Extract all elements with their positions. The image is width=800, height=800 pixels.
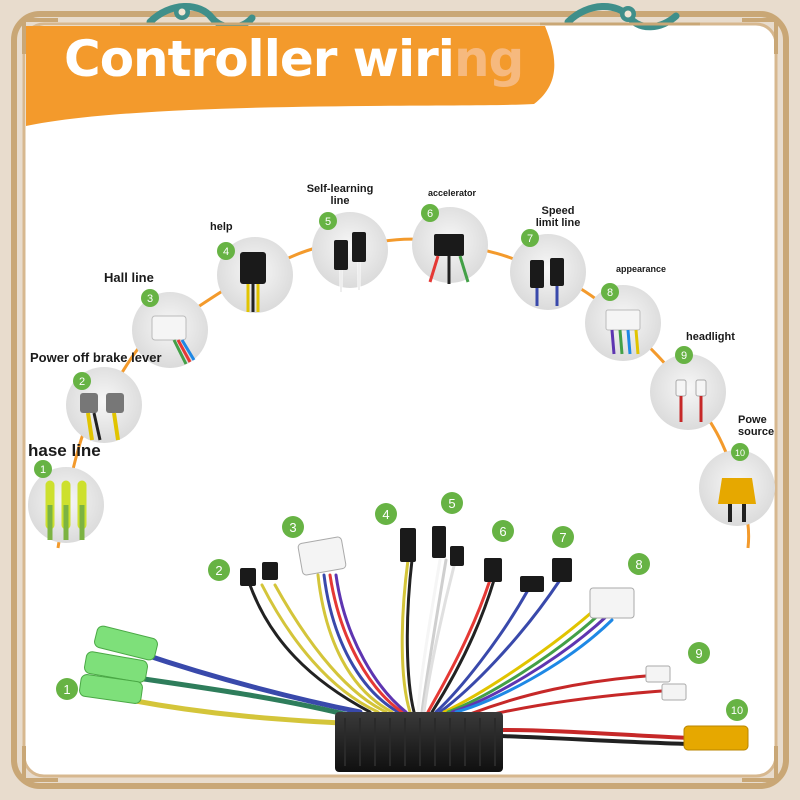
svg-text:10: 10 bbox=[731, 705, 743, 717]
jst-connector-icon bbox=[605, 309, 641, 355]
speedlimit-connector bbox=[520, 558, 572, 592]
component-appearance bbox=[585, 285, 661, 361]
sm-connector-icon bbox=[530, 258, 564, 306]
appearance-connector bbox=[589, 587, 635, 619]
label-accelerator: accelerator bbox=[428, 188, 477, 198]
label-help: help bbox=[210, 221, 233, 233]
svg-text:5: 5 bbox=[448, 496, 455, 511]
sm-connector-icon bbox=[428, 234, 470, 284]
label-appearance: appearance bbox=[616, 264, 667, 274]
component-help bbox=[217, 237, 293, 313]
accelerator-connector bbox=[484, 558, 502, 582]
svg-text:2: 2 bbox=[215, 563, 222, 578]
hall-connector bbox=[297, 536, 347, 576]
svg-text:7: 7 bbox=[559, 530, 566, 545]
svg-text:1: 1 bbox=[63, 682, 70, 697]
label-self-learning-line1: Self-learning bbox=[306, 183, 374, 195]
badge-6: 6 bbox=[421, 204, 439, 222]
badge-10: 10 bbox=[731, 443, 749, 461]
svg-text:9: 9 bbox=[695, 646, 702, 661]
sm-connector-icon bbox=[80, 393, 124, 441]
harness-badge-7: 7 bbox=[552, 526, 574, 548]
harness-badge-2: 2 bbox=[208, 559, 230, 581]
svg-text:4: 4 bbox=[223, 246, 229, 258]
phase-connectors bbox=[79, 625, 158, 704]
harness-badge-9: 9 bbox=[688, 642, 710, 664]
component-accelerator bbox=[412, 207, 488, 284]
headlight-connector bbox=[645, 665, 687, 701]
svg-text:4: 4 bbox=[382, 507, 389, 522]
label-brake-lever: Power off brake lever bbox=[30, 350, 162, 365]
title-banner bbox=[26, 26, 555, 126]
title-tail: ng bbox=[453, 30, 524, 88]
badge-9: 9 bbox=[675, 346, 693, 364]
svg-text:1: 1 bbox=[40, 464, 46, 476]
teal-ornament-right-icon bbox=[540, 3, 700, 31]
badge-7: 7 bbox=[521, 229, 539, 247]
svg-text:7: 7 bbox=[527, 233, 533, 245]
svg-text:9: 9 bbox=[681, 350, 687, 362]
svg-text:2: 2 bbox=[79, 376, 85, 388]
badge-8: 8 bbox=[601, 283, 619, 301]
teal-ornament-left-icon bbox=[120, 3, 270, 31]
svg-text:6: 6 bbox=[499, 524, 506, 539]
title-main: Controller wiri bbox=[64, 30, 455, 88]
label-power-source-line2: source bbox=[738, 425, 775, 438]
xt60-connector-icon bbox=[718, 478, 756, 522]
controller-box bbox=[335, 712, 503, 772]
harness-badge-5: 5 bbox=[441, 492, 463, 514]
wire-harness bbox=[127, 558, 692, 746]
page-title: Controller wiring bbox=[64, 24, 524, 94]
label-speed-limit-line2: limit line bbox=[535, 216, 581, 229]
hall-connector-icon bbox=[151, 315, 196, 365]
phase-connector-icon bbox=[45, 480, 87, 540]
svg-text:5: 5 bbox=[325, 216, 331, 228]
harness-badge-4: 4 bbox=[375, 503, 397, 525]
sm-connector-icon bbox=[240, 252, 266, 312]
label-headlight: headlight bbox=[686, 331, 735, 343]
label-hall-line: Hall line bbox=[104, 270, 154, 285]
badge-4: 4 bbox=[217, 242, 235, 260]
help-connector bbox=[400, 528, 416, 562]
component-self-learning bbox=[312, 212, 388, 292]
component-phase-line bbox=[28, 467, 104, 543]
connector-arc bbox=[56, 237, 751, 549]
label-phase-line: hase line bbox=[28, 441, 101, 460]
sm-connector-icon bbox=[334, 232, 366, 292]
svg-text:3: 3 bbox=[147, 293, 153, 305]
harness-badge-3: 3 bbox=[282, 516, 304, 538]
component-headlight bbox=[650, 354, 726, 430]
brake-connectors bbox=[240, 562, 278, 586]
selflearn-connector bbox=[432, 526, 464, 566]
svg-text:8: 8 bbox=[607, 287, 613, 299]
component-hall-line bbox=[132, 292, 208, 368]
label-power-source-line1: Powe bbox=[738, 414, 767, 426]
svg-text:8: 8 bbox=[635, 557, 642, 572]
label-speed-limit-line1: Speed bbox=[541, 205, 575, 217]
svg-text:10: 10 bbox=[735, 448, 745, 458]
svg-text:3: 3 bbox=[289, 520, 296, 535]
badge-2: 2 bbox=[73, 372, 91, 390]
badge-3: 3 bbox=[141, 289, 159, 307]
badge-1: 1 bbox=[34, 460, 52, 478]
power-connector bbox=[683, 725, 749, 751]
component-speed-limit bbox=[510, 234, 586, 310]
label-self-learning-line2: line bbox=[330, 194, 350, 207]
component-power-source bbox=[699, 450, 775, 526]
badge-5: 5 bbox=[319, 212, 337, 230]
harness-badge-8: 8 bbox=[628, 553, 650, 575]
svg-text:6: 6 bbox=[427, 208, 433, 220]
harness-badge-6: 6 bbox=[492, 520, 514, 542]
harness-badge-10: 10 bbox=[726, 699, 748, 721]
harness-badge-1: 1 bbox=[56, 678, 78, 700]
jst-connector-icon bbox=[675, 379, 707, 422]
